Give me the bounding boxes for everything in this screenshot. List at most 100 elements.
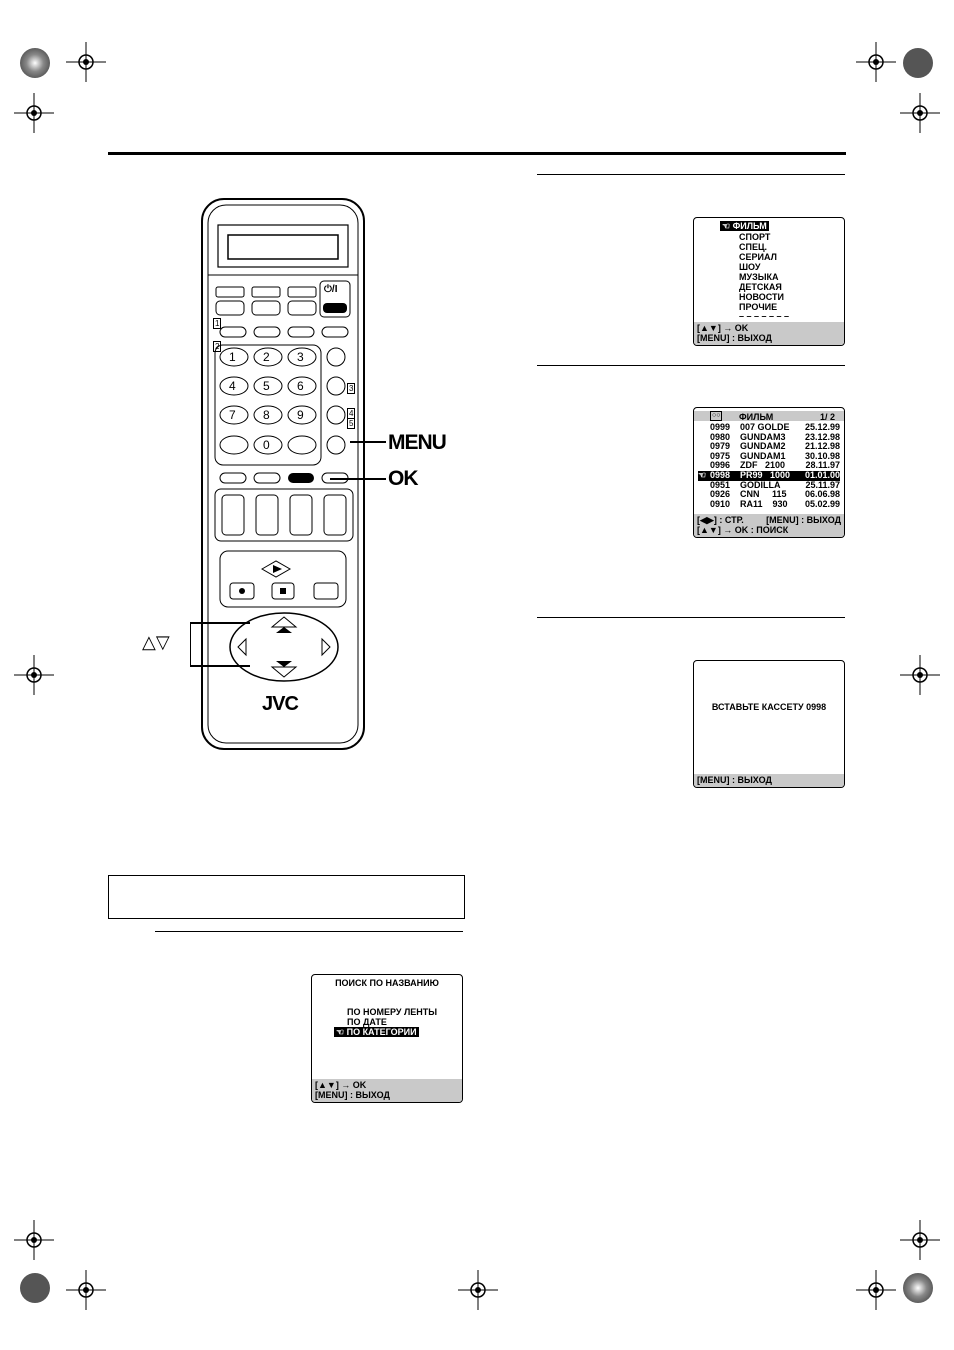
key-1: 1 <box>229 350 236 364</box>
pointer-icon: ☜ <box>698 469 707 480</box>
menu-callout: MENU <box>388 431 447 454</box>
tape-date: 21.12.98 <box>804 441 840 452</box>
tape-title: 007 GOLDE <box>740 422 790 432</box>
power-button-label: ⏻/I <box>324 284 338 295</box>
insert-message: ВСТАВЬТЕ КАССЕТУ 0998 <box>711 702 827 712</box>
registration-mark <box>856 42 896 82</box>
screen-footer: [◀▶] : СТР.[MENU] : ВЫХОД [▲▼] → OK : ПО… <box>694 514 844 537</box>
tape-number: 0910 <box>710 498 731 509</box>
key-6: 6 <box>297 379 304 393</box>
ok-callout: OK <box>388 467 418 490</box>
row-spacer <box>698 452 710 462</box>
registration-mark <box>458 1270 498 1310</box>
tape-date: 06.06.98 <box>804 489 840 500</box>
key-4: 4 <box>229 379 236 393</box>
category-item: СПЕЦ. <box>739 242 768 252</box>
category-item: СЕРИАЛ <box>739 252 777 262</box>
side-number-1: 1 <box>213 318 222 329</box>
note-box <box>108 875 465 919</box>
tape-date: 05.02.99 <box>804 498 840 509</box>
screen-footer: [MENU] : ВЫХОД <box>694 774 844 787</box>
category-item: ДЕТСКАЯ <box>739 282 782 292</box>
list-header-category: ФИЛЬМ <box>739 412 774 422</box>
pointer-icon: ☜ <box>336 1027 345 1037</box>
color-target <box>903 48 933 78</box>
tape-title: ZDF 2100 <box>740 460 786 471</box>
tape-number: 0999 <box>710 422 731 432</box>
key-8: 8 <box>263 408 270 422</box>
remote-control-illustration <box>201 198 365 750</box>
brand-logo: JVC <box>262 693 299 715</box>
tape-title: GUNDAM3 <box>740 431 786 442</box>
row-spacer <box>698 423 710 433</box>
cassette-icon: ○○ <box>710 411 723 421</box>
key-5: 5 <box>263 379 270 393</box>
registration-mark <box>66 1270 106 1310</box>
tape-number: 0980 <box>710 431 731 442</box>
color-target <box>20 48 50 78</box>
screen-footer: [▲▼] → OK [MENU] : ВЫХОД <box>312 1079 462 1102</box>
tape-date: 28.11.97 <box>805 460 840 471</box>
registration-mark <box>14 1220 54 1260</box>
tape-title: PR99 1000 <box>740 469 791 480</box>
tape-title: GUNDAM2 <box>740 441 786 452</box>
pointer-icon: ☜ <box>722 221 731 231</box>
category-item: ШОУ <box>739 262 761 272</box>
registration-mark <box>856 1270 896 1310</box>
header-rule <box>108 152 846 155</box>
table-row: 0926 CNN 115 06.06.98 <box>698 490 840 500</box>
tape-title: GODILLA <box>740 479 781 490</box>
callout-lines <box>190 441 386 667</box>
category-screen: ☜ ФИЛЬМ СПОРТ СПЕЦ. СЕРИАЛ ШОУ МУЗЫКА ДЕ… <box>693 217 845 346</box>
tape-number: 0979 <box>710 441 731 452</box>
table-row: 0999 007 GOLDE 25.12.99 <box>698 422 840 433</box>
arrows-callout: △▽ <box>142 632 170 652</box>
color-target <box>20 1273 50 1303</box>
tape-title: GUNDAM1 <box>740 450 786 461</box>
search-option: ПО ДАТЕ <box>347 1017 387 1027</box>
registration-mark <box>14 93 54 133</box>
color-target <box>903 1273 933 1303</box>
registration-mark <box>900 655 940 695</box>
registration-mark <box>900 1220 940 1260</box>
section-rule <box>537 365 845 366</box>
category-item: ФИЛЬМ <box>732 221 767 231</box>
search-method-screen: ПОИСК ПО НАЗВАНИЮ ПО НОМЕРУ ЛЕНТЫ ПО ДАТ… <box>311 974 463 1103</box>
tape-title: RA11 930 <box>740 498 788 509</box>
tape-date: 25.11.97 <box>805 479 840 490</box>
tape-date: 25.12.99 <box>804 422 840 432</box>
category-item: ПРОЧИЕ <box>739 302 778 312</box>
registration-mark <box>66 42 106 82</box>
list-header-bar <box>694 411 844 421</box>
search-option: ПО НОМЕРУ ЛЕНТЫ <box>347 1007 438 1017</box>
tape-title: CNN 115 <box>740 489 787 500</box>
side-number-3: 3 <box>347 383 356 394</box>
category-item: МУЗЫКА <box>739 272 779 282</box>
screen-footer: [▲▼] → OK [MENU] : ВЫХОД <box>694 322 844 345</box>
table-row: 0951 GODILLA 25.11.97 <box>698 479 840 491</box>
key-2: 2 <box>263 350 270 364</box>
search-title: ПОИСК ПО НАЗВАНИЮ <box>335 978 439 988</box>
registration-mark <box>900 93 940 133</box>
row-spacer <box>698 490 710 500</box>
row-spacer <box>698 442 710 452</box>
category-item: СПОРТ <box>739 232 771 242</box>
row-spacer <box>698 481 710 491</box>
category-item: НОВОСТИ <box>739 292 785 302</box>
list-header-page: 1/ 2 <box>820 412 836 422</box>
side-number-2: 2 <box>213 341 222 352</box>
table-row: 0979 GUNDAM2 21.12.98 <box>698 442 840 452</box>
tape-number: 0951 <box>710 479 731 490</box>
row-spacer <box>698 433 710 443</box>
key-7: 7 <box>229 408 236 422</box>
section-rule <box>537 617 845 618</box>
tape-number: 0926 <box>710 489 731 500</box>
insert-cassette-screen: ВСТАВЬТЕ КАССЕТУ 0998 [MENU] : ВЫХОД <box>693 660 845 788</box>
search-option: ПО КАТЕГОРИИ <box>346 1027 417 1037</box>
tape-number: 0998 <box>710 469 731 480</box>
tape-date: 30.10.98 <box>804 450 840 461</box>
